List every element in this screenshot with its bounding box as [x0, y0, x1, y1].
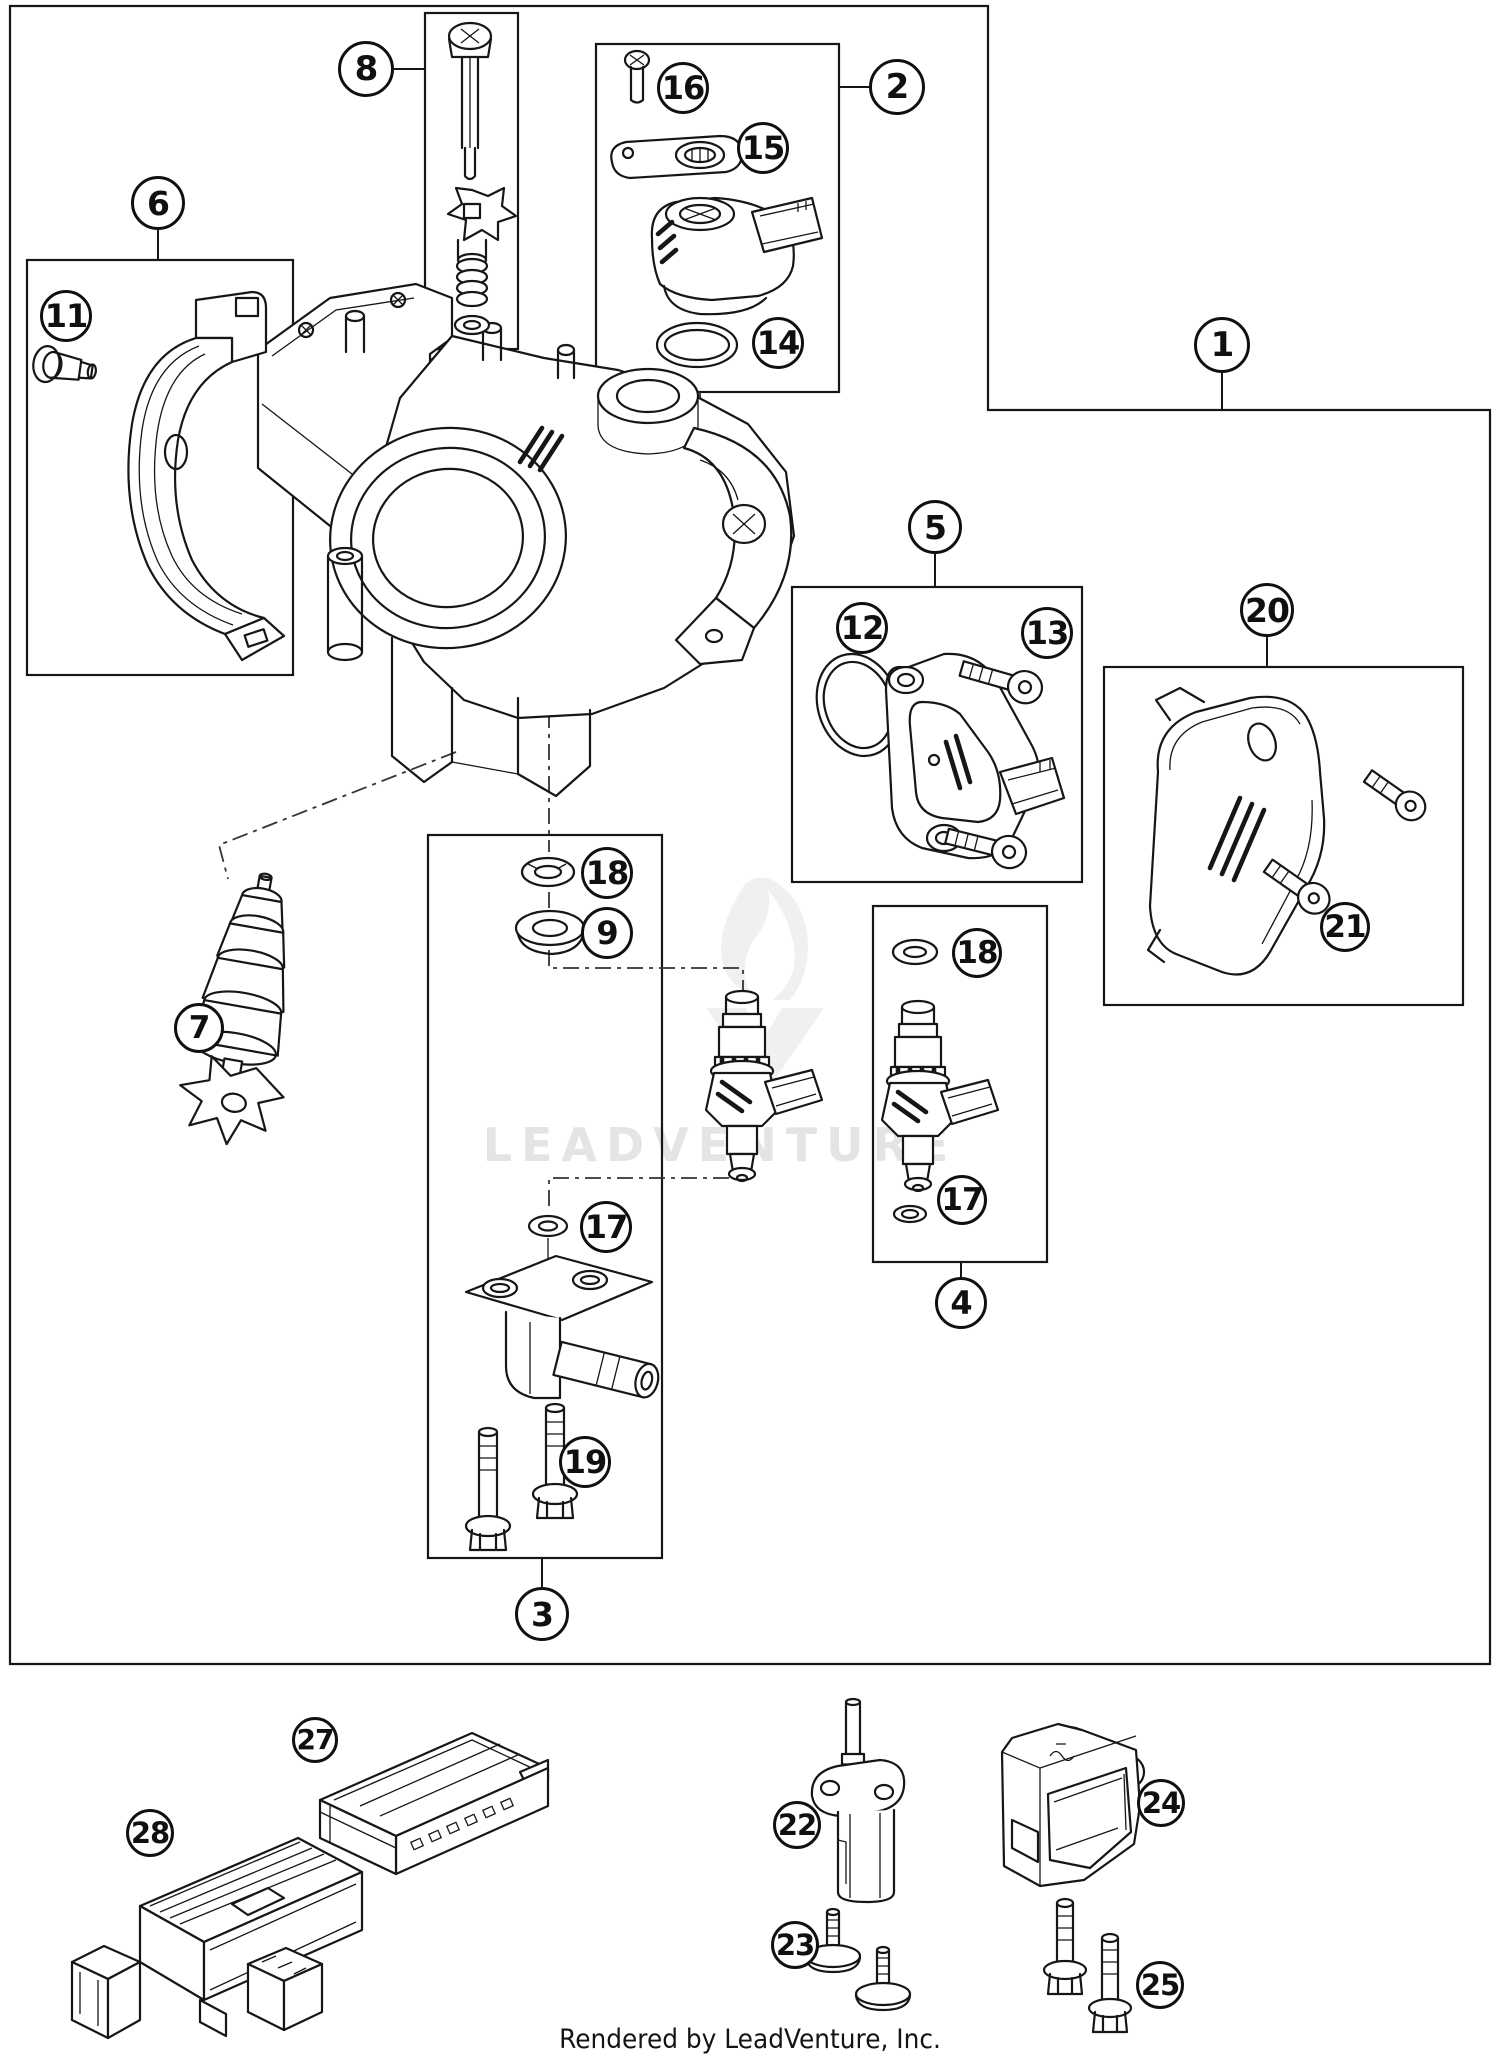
- group-box-3: [426, 833, 664, 1560]
- group-box-20: [1102, 665, 1465, 1007]
- part-27-ecu-drawing: [318, 1731, 550, 1876]
- callout-6[interactable]: 6: [131, 176, 185, 230]
- group-box-2: [594, 42, 841, 394]
- callout-15[interactable]: 15: [737, 122, 789, 174]
- callout-18-box3[interactable]: 18: [581, 847, 633, 899]
- throttle-body-drawing: [256, 282, 796, 798]
- callout-21[interactable]: 21: [1320, 902, 1370, 952]
- callout-9[interactable]: 9: [581, 907, 633, 959]
- callout-1[interactable]: 1: [1194, 317, 1250, 373]
- part-28-module-drawing: [70, 1836, 364, 2040]
- part-25-bolt-drawing: [1042, 1897, 1133, 2034]
- part-21-screw-drawing: [1262, 769, 1427, 915]
- callout-19[interactable]: 19: [559, 1436, 611, 1488]
- part-2-sensor-kit-drawing: [610, 49, 824, 369]
- callout-leader-lines: [157, 68, 1268, 1587]
- part-6-clamp-bracket-drawing: [32, 290, 286, 662]
- part-20-cover-kit-drawing: [1146, 686, 1427, 976]
- callout-16[interactable]: 16: [657, 62, 709, 114]
- watermark: LEADVENTURE: [482, 1118, 958, 1172]
- callout-20[interactable]: 20: [1240, 583, 1294, 637]
- callout-4[interactable]: 4: [935, 1277, 987, 1329]
- part-8-idle-screw-kit-drawing: [446, 21, 518, 336]
- footer-credit: Rendered by LeadVenture, Inc.: [559, 2024, 941, 2055]
- injector-center-drawing: [706, 991, 822, 1181]
- callout-22[interactable]: 22: [773, 1801, 821, 1849]
- callout-27[interactable]: 27: [292, 1717, 338, 1763]
- callout-3[interactable]: 3: [515, 1587, 569, 1641]
- callout-2[interactable]: 2: [869, 59, 925, 115]
- callout-14[interactable]: 14: [752, 317, 804, 369]
- part-7-valve-drawing: [179, 872, 286, 1146]
- part-3-valve-kit-drawing: [464, 856, 660, 1552]
- callout-11[interactable]: 11: [40, 290, 92, 342]
- callout-18-box4[interactable]: 18: [952, 928, 1002, 978]
- callout-25[interactable]: 25: [1136, 1961, 1184, 2009]
- part-24-connector-drawing: [1000, 1722, 1146, 1888]
- group-box-5: [790, 585, 1084, 884]
- callout-17-box4[interactable]: 17: [937, 1175, 987, 1225]
- callout-8[interactable]: 8: [338, 41, 394, 97]
- callout-5[interactable]: 5: [908, 500, 962, 554]
- part-11-bolt-drawing: [32, 345, 98, 384]
- part-23-screw-drawing: [804, 1907, 912, 2012]
- callout-17-box3[interactable]: 17: [580, 1201, 632, 1253]
- part-19-bolt-drawing: [464, 1402, 579, 1552]
- part-22-sensor-drawing: [810, 1697, 906, 1904]
- callout-12[interactable]: 12: [836, 602, 888, 654]
- callout-13[interactable]: 13: [1021, 607, 1073, 659]
- part-4-injector-kit-drawing: [882, 938, 998, 1224]
- part-13-screw-drawing: [944, 660, 1044, 870]
- callout-7[interactable]: 7: [174, 1003, 224, 1053]
- callout-23[interactable]: 23: [771, 1921, 819, 1969]
- outer-border: [8, 4, 1492, 1666]
- part-5-tps-kit-drawing: [815, 652, 1066, 870]
- callout-28[interactable]: 28: [126, 1809, 174, 1857]
- callout-24[interactable]: 24: [1137, 1779, 1185, 1827]
